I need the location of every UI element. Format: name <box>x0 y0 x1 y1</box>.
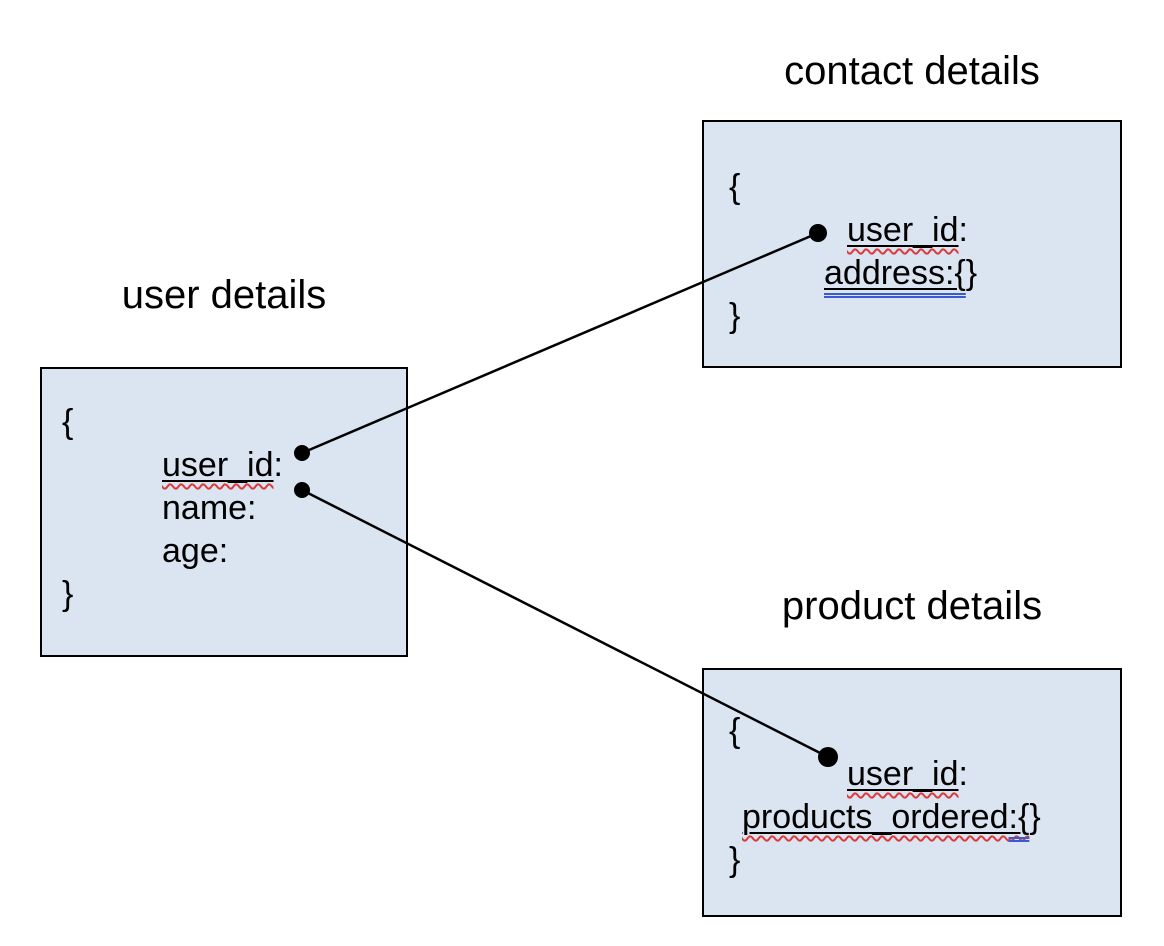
user-id-text: user_id <box>162 446 274 484</box>
address-text: address:{ <box>824 254 966 292</box>
product-details-box: { user_id: products_ordered:{} } <box>702 668 1122 917</box>
user-id-text: user_id <box>847 211 959 249</box>
contact-details-box: { user_id: address:{} } <box>702 120 1122 368</box>
field-name: name: <box>162 489 257 527</box>
contact-details-content: { user_id: address:{} } <box>729 166 1120 338</box>
products-ordered-close-brace: } <box>1029 798 1041 836</box>
product-details-content: { user_id: products_ordered:{} } <box>729 710 1120 882</box>
field-user-id: user_id: <box>729 209 1120 252</box>
user-id-colon: : <box>958 211 968 249</box>
user-id-text: user_id <box>847 755 959 793</box>
field-user-id: user_id: <box>729 753 1120 796</box>
brace-close-line: } <box>729 841 741 879</box>
user-id-colon: : <box>273 446 283 484</box>
user-details-content: { user_id: name: age: } <box>62 401 406 616</box>
brace-open-line: { <box>62 403 74 441</box>
products-ordered-text: products_ordered <box>742 798 1009 836</box>
field-age: age: <box>162 532 229 570</box>
user-details-box: { user_id: name: age: } <box>40 367 408 657</box>
brace-close-line: } <box>729 297 741 335</box>
user-details-title: user details <box>121 273 327 317</box>
field-user-id: user_id: <box>62 444 406 487</box>
brace-close-line: } <box>62 575 74 613</box>
brace-open-line: { <box>729 712 741 750</box>
brace-open-line: { <box>729 168 741 206</box>
product-details-title: product details <box>781 584 1043 628</box>
contact-details-title: contact details <box>784 49 1040 93</box>
field-address: address:{} <box>729 252 1120 295</box>
products-ordered-tail: :{ <box>1008 798 1030 836</box>
user-id-colon: : <box>958 755 968 793</box>
field-products-ordered: products_ordered:{} <box>729 796 1120 839</box>
address-close-brace: } <box>965 254 978 292</box>
